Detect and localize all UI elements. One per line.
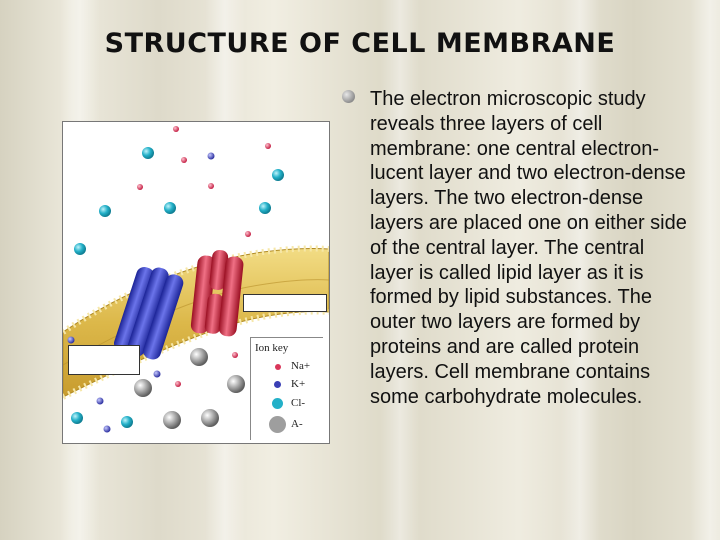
ion-key-legend: Ion key Na+ K+ Cl- A- <box>250 337 323 440</box>
sodium-ion-icon <box>275 364 281 370</box>
curtain-fold <box>560 0 600 540</box>
potassium-ion-icon <box>274 381 281 388</box>
bullet-icon <box>342 90 355 103</box>
slide-title: STRUCTURE OF CELL MEMBRANE <box>104 28 616 59</box>
ion-key-title: Ion key <box>255 342 289 354</box>
intracellular-ions <box>67 336 245 433</box>
cell-membrane-figure: Ion key Na+ K+ Cl- A- <box>62 121 330 444</box>
anion-icon <box>269 416 286 433</box>
bullet-paragraph: The electron microscopic study reveals t… <box>370 88 687 408</box>
potassium-channel <box>113 267 184 360</box>
legend-label-cl: Cl- <box>291 397 306 409</box>
sodium-channel <box>190 249 244 337</box>
label-placeholder-box <box>68 345 140 375</box>
extracellular-ions <box>74 126 284 255</box>
legend-label-na: Na+ <box>291 360 311 372</box>
label-placeholder-box <box>243 294 327 312</box>
chloride-ion-icon <box>272 398 283 409</box>
curtain-fold <box>690 0 720 540</box>
curtain-fold <box>380 0 420 540</box>
legend-label-a: A- <box>291 418 303 430</box>
legend-label-k: K+ <box>291 378 306 390</box>
